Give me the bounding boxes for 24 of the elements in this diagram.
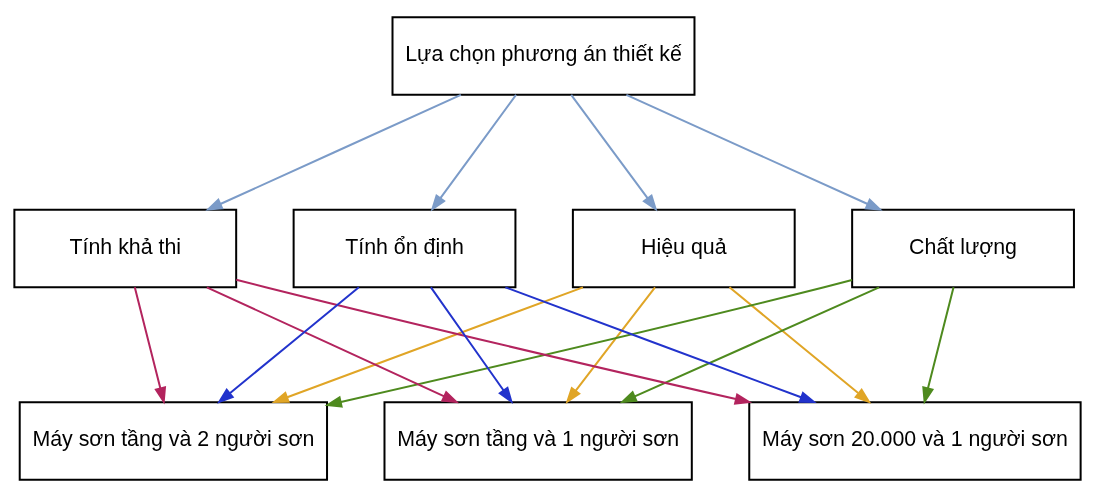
node-box: Máy sơn tầng và 1 người sơn [383, 401, 693, 481]
arrow [235, 278, 753, 405]
arrow [728, 286, 872, 404]
node-box: Chất lượng [851, 208, 1075, 289]
arrow [217, 286, 360, 404]
node-box: Máy sơn 20.000 và 1 người sơn [748, 401, 1082, 481]
arrow [565, 286, 656, 404]
node-box: Máy sơn tầng và 2 người sơn [18, 401, 329, 481]
arrow [922, 286, 955, 405]
arrow [324, 279, 853, 408]
arrow [570, 93, 658, 212]
arrow [205, 93, 462, 211]
arrow [429, 286, 514, 404]
node-box: Tính ổn định [292, 208, 517, 289]
arrow [271, 286, 584, 404]
arrow [619, 286, 881, 404]
arrow [205, 286, 460, 404]
arrow [504, 286, 817, 404]
arrow [430, 93, 518, 212]
node-box: Hiệu quả [571, 208, 796, 289]
arrow [625, 93, 883, 211]
node-box: Tính khả thi [13, 208, 238, 289]
node-box: Lựa chọn phương án thiết kế [391, 16, 696, 96]
arrow [133, 286, 167, 405]
